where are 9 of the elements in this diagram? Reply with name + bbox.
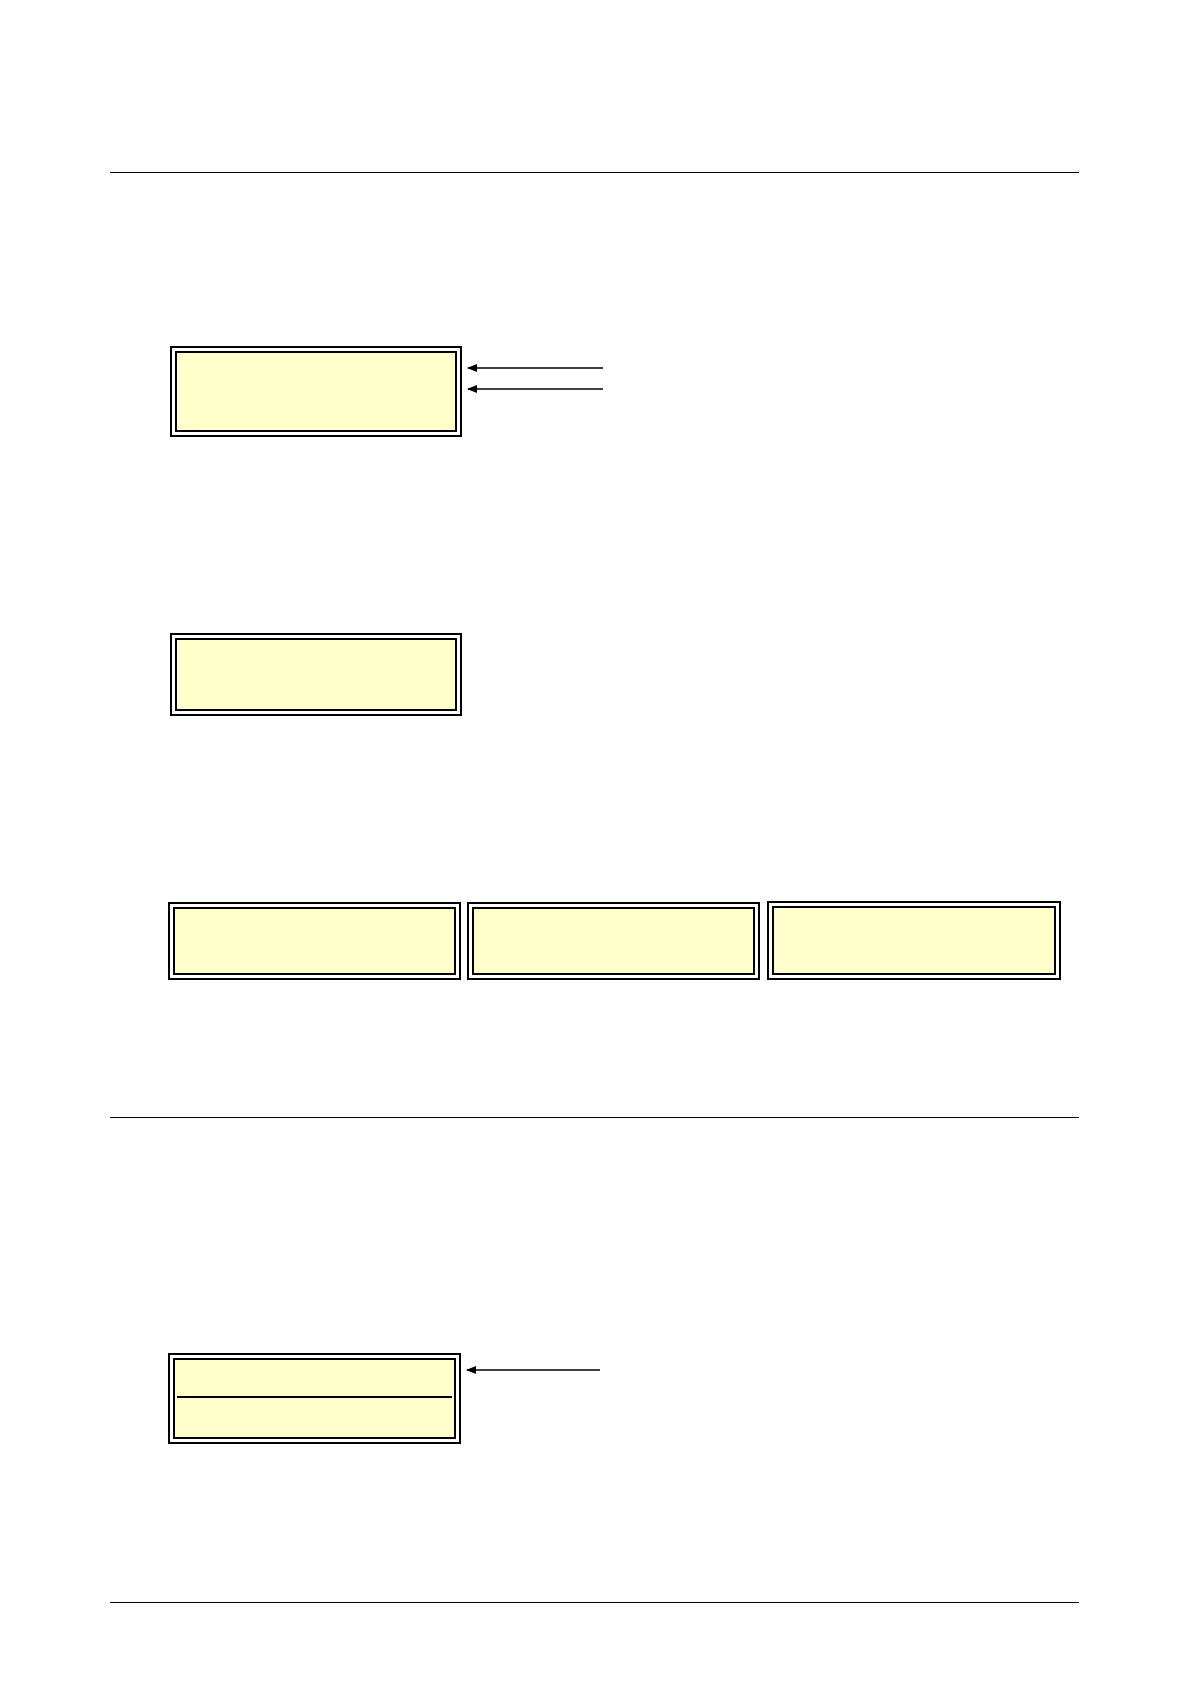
arrow (467, 385, 604, 393)
display-panel (168, 902, 461, 980)
display-panel (170, 633, 462, 716)
arrow (467, 364, 604, 372)
display-panel (168, 1353, 461, 1444)
arrow (466, 1366, 601, 1374)
display-panel (170, 346, 462, 437)
display-panel (467, 902, 760, 980)
display-panel (767, 901, 1061, 980)
